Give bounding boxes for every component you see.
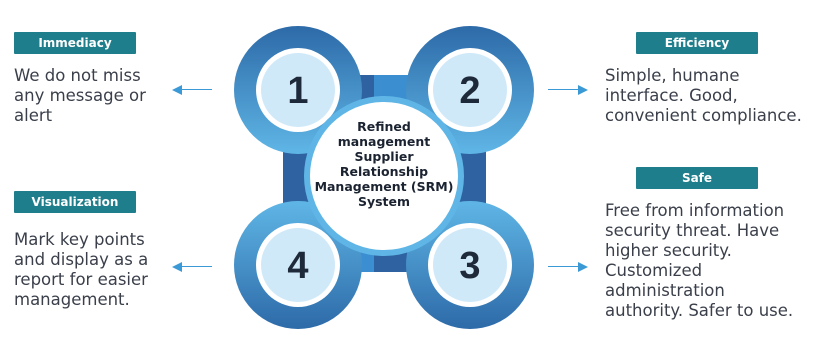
center-circle: [310, 102, 458, 250]
center-line: Management (SRM): [314, 179, 454, 194]
description-line: authority. Safer to use.: [605, 301, 794, 320]
number-1: 1: [287, 70, 308, 112]
description-line: higher security.: [605, 241, 732, 260]
description-line: interface. Good,: [605, 86, 738, 105]
description-line: Mark key points: [14, 230, 145, 249]
visualization-badge: Visualization: [14, 191, 136, 213]
efficiency-description: Simple, humane interface. Good, convenie…: [605, 66, 802, 126]
number-circle-2: [433, 53, 507, 127]
description-line: We do not miss: [14, 66, 141, 85]
efficiency-badge: Efficiency: [636, 32, 758, 54]
number-circle-1: [261, 53, 335, 127]
arrowhead-left-icon: [172, 85, 182, 95]
arrowhead-right-icon: [578, 262, 588, 272]
number-4: 4: [287, 245, 308, 287]
center-line: Supplier: [354, 149, 414, 164]
immediacy-description: We do not miss any message or alert: [14, 66, 146, 126]
description-line: administration: [605, 281, 725, 300]
description-line: and display as a: [14, 250, 149, 269]
description-line: Simple, humane: [605, 66, 740, 85]
description-line: management.: [14, 290, 130, 309]
center-line: management: [337, 134, 431, 149]
description-line: alert: [14, 106, 53, 125]
center-title: Refined management Supplier Relationship…: [309, 119, 459, 209]
number-3: 3: [459, 245, 480, 287]
safe-badge: Safe: [636, 167, 758, 189]
center-line: Relationship: [339, 164, 429, 179]
left-arrow-bottom: [172, 262, 212, 272]
arrowhead-left-icon: [172, 262, 182, 272]
center-line: System: [357, 194, 411, 209]
description-line: any message or: [14, 86, 146, 105]
description-line: security threat. Have: [605, 221, 780, 240]
description-line: convenient compliance.: [605, 106, 802, 125]
center-line: Refined: [357, 119, 411, 134]
visualization-description: Mark key points and display as a report …: [14, 230, 148, 310]
right-arrow-bottom: [548, 262, 588, 272]
description-line: Free from information: [605, 201, 785, 220]
description-line: Customized: [605, 261, 703, 280]
number-circle-3: [433, 228, 507, 302]
safe-description: Free from information security threat. H…: [605, 201, 793, 321]
left-arrow-top: [172, 85, 212, 95]
description-line: report for easier: [14, 270, 148, 289]
number-circle-4: [261, 228, 335, 302]
arrowhead-right-icon: [578, 85, 588, 95]
number-2: 2: [459, 70, 480, 112]
right-arrow-top: [548, 85, 588, 95]
immediacy-badge: Immediacy: [14, 32, 136, 54]
